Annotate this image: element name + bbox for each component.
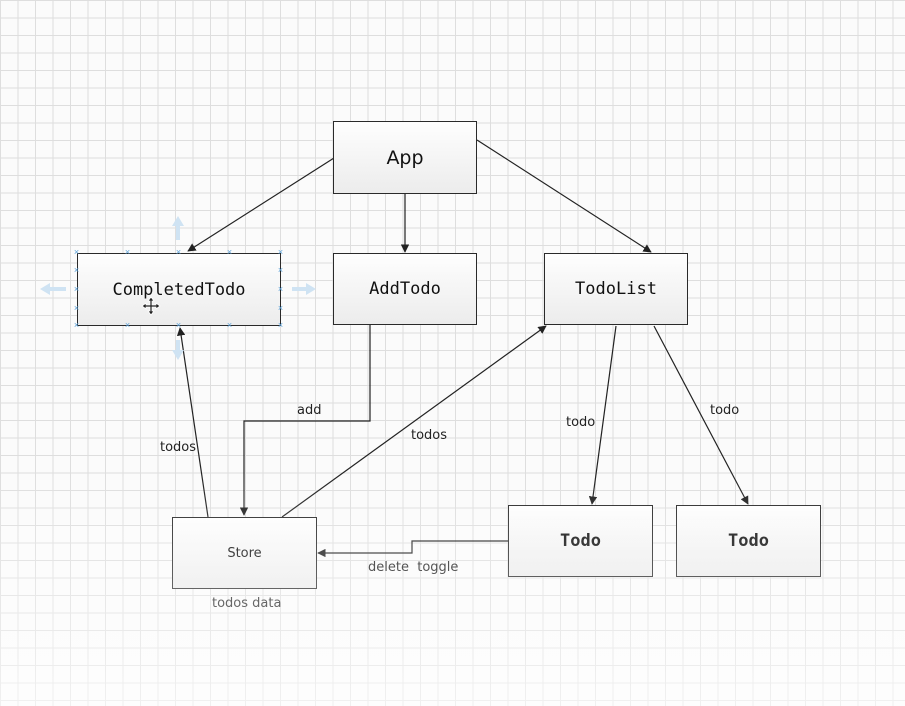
node-todo-1-label: Todo bbox=[560, 531, 601, 551]
node-store[interactable]: Store bbox=[172, 517, 317, 589]
edge-label-todos-right: todos bbox=[411, 428, 448, 443]
selection-handle[interactable]: × bbox=[277, 247, 284, 257]
edge-label-todo-left: todo bbox=[566, 415, 596, 430]
node-addtodo[interactable]: AddTodo bbox=[333, 253, 477, 325]
node-completedtodo[interactable]: CompletedTodo bbox=[77, 253, 281, 326]
selection-handle[interactable]: × bbox=[73, 284, 80, 294]
selection-handle[interactable]: × bbox=[73, 320, 80, 330]
edge-addtodo-store[interactable] bbox=[239, 325, 371, 516]
edge-todo1-store[interactable] bbox=[317, 540, 509, 558]
edge-label-todo-right: todo bbox=[710, 403, 740, 418]
node-app[interactable]: App bbox=[333, 121, 477, 194]
edge-app-completedtodo[interactable] bbox=[187, 157, 335, 252]
selection-handle[interactable]: × bbox=[175, 320, 182, 330]
store-caption: todos data bbox=[212, 596, 282, 611]
edge-app-todolist[interactable] bbox=[476, 139, 652, 253]
node-todo-2-label: Todo bbox=[728, 531, 769, 551]
node-store-label: Store bbox=[227, 545, 262, 561]
selection-guides[interactable] bbox=[40, 216, 316, 360]
edge-todolist-todo1[interactable] bbox=[588, 325, 617, 505]
move-cursor-icon bbox=[141, 296, 161, 316]
node-todo-2[interactable]: Todo bbox=[676, 505, 821, 577]
selection-handle[interactable]: × bbox=[175, 247, 182, 257]
selection-handle[interactable]: × bbox=[226, 320, 233, 330]
edge-label-todos-left: todos bbox=[160, 440, 197, 455]
edge-store-completedtodo[interactable] bbox=[176, 327, 209, 518]
node-todolist[interactable]: TodoList bbox=[544, 253, 688, 325]
selection-handle[interactable]: × bbox=[226, 247, 233, 257]
node-addtodo-label: AddTodo bbox=[369, 279, 441, 299]
selection-handle[interactable]: × bbox=[73, 265, 80, 275]
selection-handle[interactable]: × bbox=[124, 320, 131, 330]
node-todo-1[interactable]: Todo bbox=[508, 505, 653, 577]
edge-label-add: add bbox=[297, 403, 322, 418]
selection-handle[interactable]: × bbox=[277, 265, 284, 275]
selection-handle[interactable]: × bbox=[124, 247, 131, 257]
node-todolist-label: TodoList bbox=[575, 279, 657, 299]
selection-handle[interactable]: × bbox=[73, 303, 80, 313]
edge-label-delete-toggle: delete toggle bbox=[368, 560, 459, 575]
selection-handle[interactable]: × bbox=[277, 303, 284, 313]
selection-handle[interactable]: × bbox=[277, 284, 284, 294]
node-app-label: App bbox=[386, 146, 424, 169]
node-completedtodo-label: CompletedTodo bbox=[112, 279, 246, 300]
selection-handle[interactable]: × bbox=[277, 320, 284, 330]
selection-handle[interactable]: × bbox=[73, 247, 80, 257]
